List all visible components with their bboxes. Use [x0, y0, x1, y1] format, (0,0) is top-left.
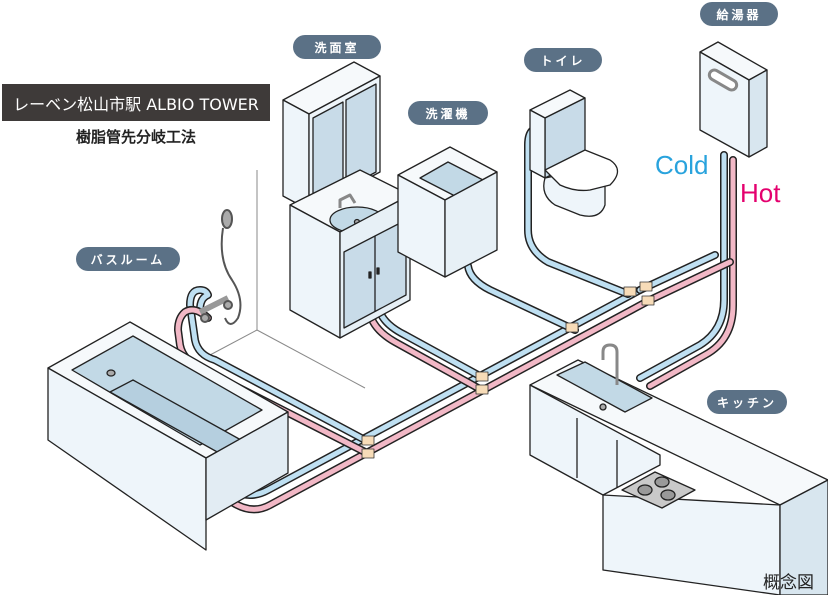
hot-legend-label: Hot [740, 178, 781, 208]
label-washroom: 洗面室 [293, 35, 381, 59]
conceptual-diagram-note: 概念図 [763, 573, 814, 593]
fitting [475, 384, 489, 395]
fitting [641, 295, 655, 306]
bathroom-wall [209, 170, 366, 389]
bathtub [47, 321, 289, 551]
washing-machine [397, 146, 498, 278]
method-subtitle: 樹脂管先分岐工法 [75, 128, 196, 146]
label-kitchen: キッチン [707, 390, 787, 414]
washroom-vanity [282, 61, 411, 339]
pipe-network [174, 124, 737, 514]
pipe-fittings [361, 281, 655, 459]
label-water-heater: 給湯器 [700, 2, 778, 26]
water-heater [699, 41, 768, 158]
project-title: レーベン松山市駅 ALBIO TOWER [2, 84, 270, 121]
toilet [529, 89, 619, 217]
fitting [565, 322, 579, 333]
fitting [475, 371, 489, 382]
label-bathroom: バスルーム [76, 247, 180, 271]
cold-legend-label: Cold [655, 150, 709, 180]
label-toilet: トイレ [524, 48, 602, 72]
fitting [361, 435, 375, 446]
shower [198, 209, 242, 325]
fitting [361, 448, 375, 459]
kitchen-counter [529, 343, 828, 595]
label-washing-machine: 洗濯機 [408, 101, 488, 125]
fitting [623, 286, 637, 297]
fitting [639, 281, 653, 292]
